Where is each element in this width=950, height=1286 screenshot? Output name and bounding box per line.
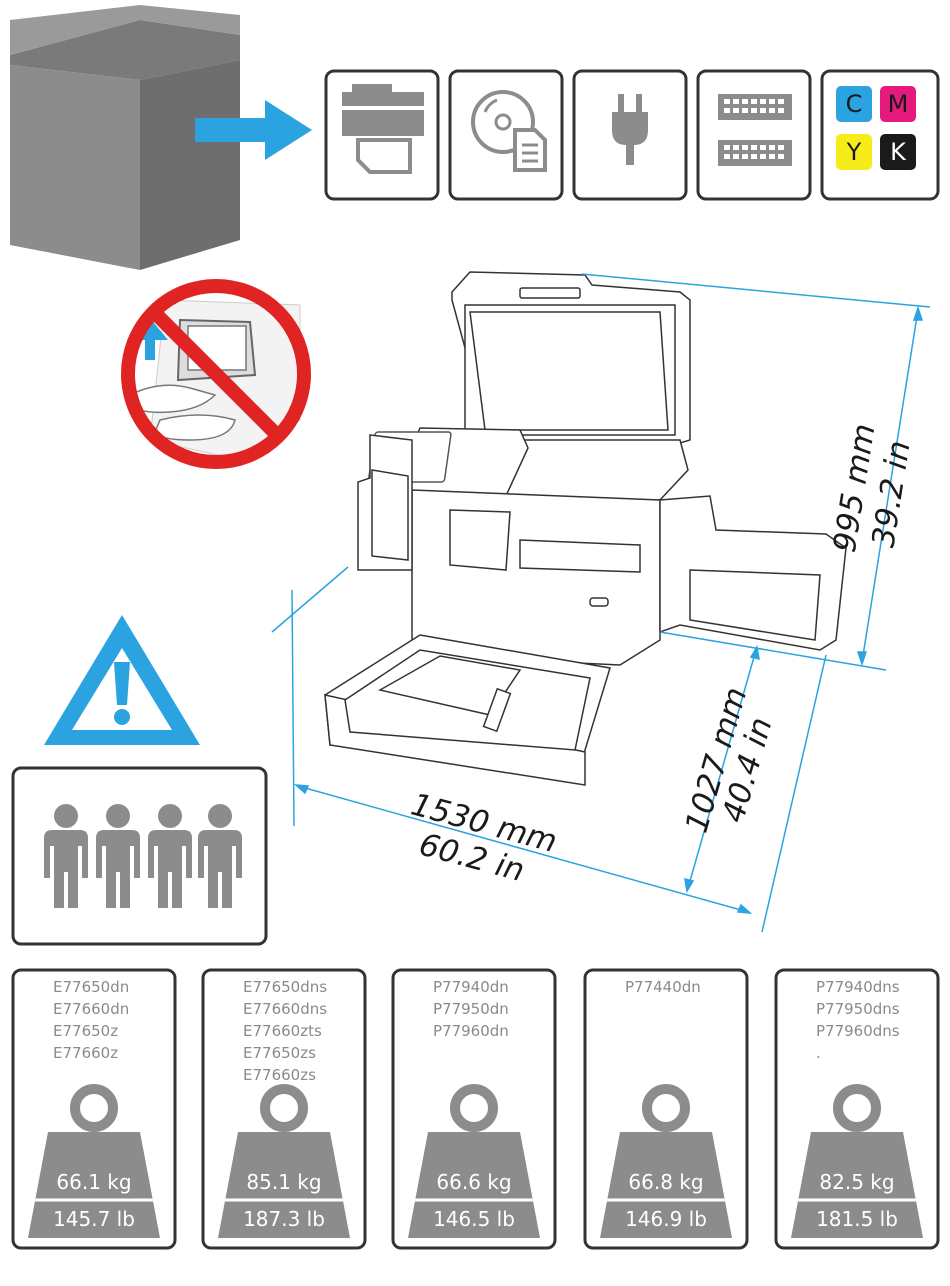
warning-triangle-icon: [44, 615, 200, 745]
toner-letter-m: M: [884, 90, 912, 118]
accessory-box-printer: [326, 71, 438, 199]
model-name: P77940dns: [816, 976, 900, 998]
model-name: E77660dn: [53, 998, 129, 1020]
model-name: E77650zs: [243, 1042, 327, 1064]
model-name: E77650dn: [53, 976, 129, 998]
model-name: E77660zs: [243, 1064, 327, 1086]
toner-letter-y: Y: [840, 138, 868, 166]
model-name: P77960dns: [816, 1020, 900, 1042]
model-name: E77660dns: [243, 998, 327, 1020]
printer-illustration: [325, 272, 846, 785]
weight-kg-label: 85.1 kg: [224, 1170, 344, 1194]
accessory-box-keyboard: [698, 71, 810, 199]
accessory-box-software: [450, 71, 562, 199]
four-person-lift-box: [13, 768, 266, 944]
accessory-box-power: [574, 71, 686, 199]
model-name: P77960dn: [433, 1020, 509, 1042]
weight-kg-label: 66.6 kg: [414, 1170, 534, 1194]
model-name: P77950dn: [433, 998, 509, 1020]
model-name: E77660z: [53, 1042, 129, 1064]
model-list: P77440dn: [625, 976, 701, 998]
weight-lb-label: 145.7 lb: [34, 1207, 154, 1231]
weight-lb-label: 181.5 lb: [797, 1207, 917, 1231]
toner-letter-k: K: [884, 138, 912, 166]
weight-kg-label: 66.8 kg: [606, 1170, 726, 1194]
model-name: P77940dn: [433, 976, 509, 998]
model-name: E77650dns: [243, 976, 327, 998]
weight-kg-label: 66.1 kg: [34, 1170, 154, 1194]
model-name: E77650z: [53, 1020, 129, 1042]
weight-lb-label: 146.9 lb: [606, 1207, 726, 1231]
weight-lb-label: 187.3 lb: [224, 1207, 344, 1231]
model-name: P77950dns: [816, 998, 900, 1020]
weight-lb-label: 146.5 lb: [414, 1207, 534, 1231]
do-not-lift-by-panel-icon: [128, 286, 304, 462]
model-name: .: [816, 1042, 900, 1064]
weight-kg-label: 82.5 kg: [797, 1170, 917, 1194]
toner-letter-c: C: [840, 90, 868, 118]
model-name: E77660zts: [243, 1020, 327, 1042]
model-name: P77440dn: [625, 976, 701, 998]
